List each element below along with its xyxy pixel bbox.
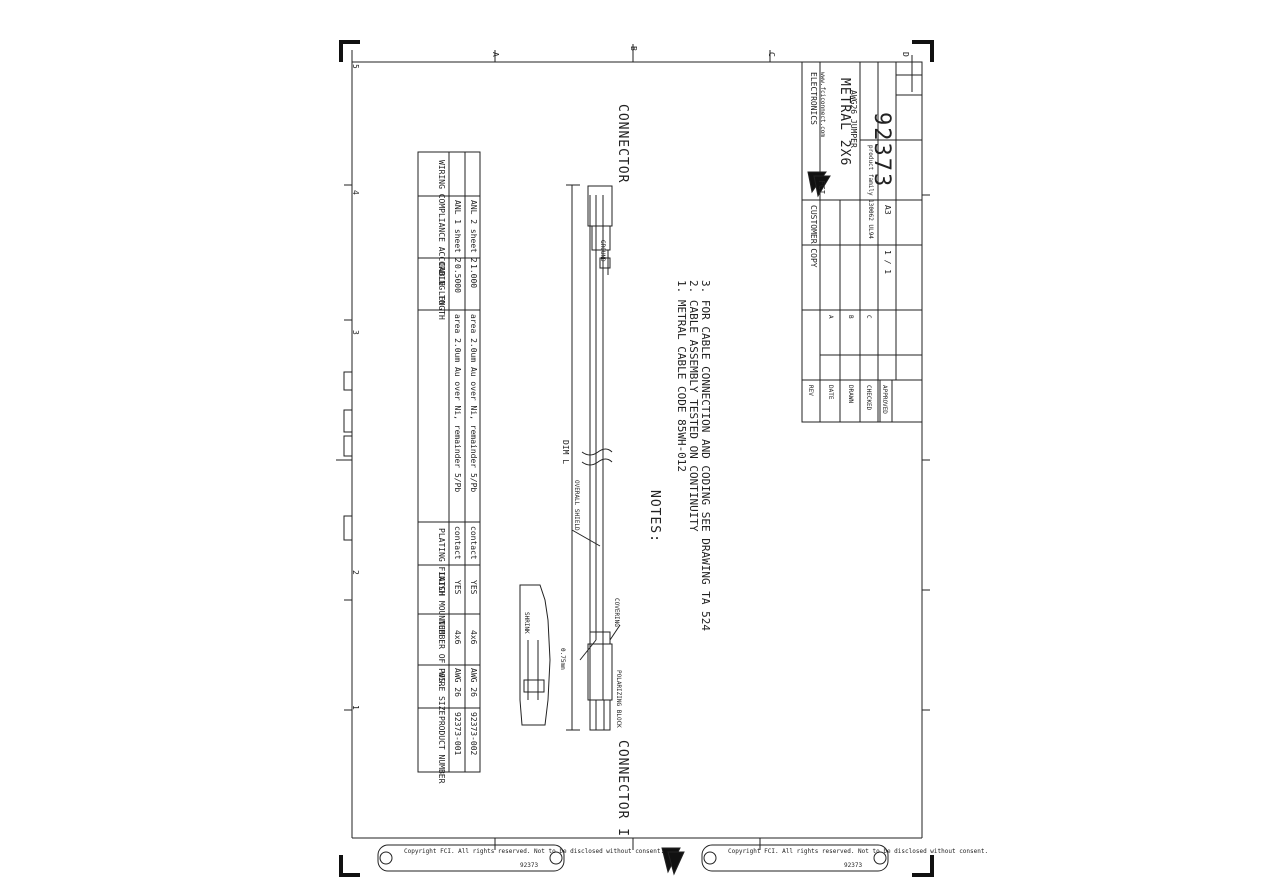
row-1-compliance: ANL 1 sheet 2 (453, 200, 462, 263)
sheet-number: 1 / 1 (883, 250, 892, 275)
drawing-title-2: AWG26 JUMPER (849, 90, 858, 148)
row-1-plating-detail: area 2.0um Au over Ni, remainder 5/Pb (453, 314, 462, 493)
row-2-plating: contact (469, 526, 478, 560)
grid-side-a: A (491, 52, 500, 57)
footer-copyright-boxes (377, 844, 889, 876)
row-2-wire: AWG 26 (469, 668, 478, 697)
title-block (801, 61, 923, 423)
label-connector-top: CONNECTOR (615, 104, 630, 184)
rev-label: REV (807, 385, 814, 396)
header-product-number: PRODUCT NUMBER (437, 716, 446, 784)
row-2-plating-detail: area 2.0um Au over Ni, remainder 5/Pb (469, 314, 478, 493)
row-2-latch: YES (469, 580, 478, 595)
rev-checked-label: CHECKED (865, 385, 872, 411)
label-ground: GROUND (599, 240, 606, 262)
row-2-positions: 4x6 (469, 630, 478, 645)
row-1-plating: contact (453, 526, 462, 560)
grid-side-b: B (629, 46, 638, 51)
rev-entry-b: B (847, 315, 854, 319)
row-1-latch: YES (453, 580, 462, 595)
grid-top-4: 4 (351, 190, 360, 195)
rev-date-label: DATE (827, 385, 834, 400)
footer-sheet-right: 92373 (844, 862, 863, 869)
cable-assembly-drawing (519, 184, 621, 731)
row-1-wire: AWG 26 (453, 668, 462, 697)
label-shrink: SHRINK (523, 612, 530, 634)
label-connector-bottom: CONNECTOR I (615, 740, 630, 838)
grid-top-2: 2 (351, 570, 360, 575)
grid-side-d: D (901, 52, 910, 57)
header-wiring-compliance: WIRING COMPLIANCE ACCORDING TO (437, 160, 446, 305)
company-name: ELECTRONICS (809, 72, 818, 125)
header-plating-finish: PLATING FINISH (437, 528, 446, 596)
note-3: 3. FOR CABLE CONNECTION AND CODING SEE D… (699, 280, 712, 631)
label-dimension: 0.75mm (559, 648, 566, 670)
revision-block (839, 380, 893, 422)
logo-text: FCI (817, 180, 826, 195)
label-overall-shield: OVERALL SHIELD (573, 480, 580, 531)
row-2-compliance: ANL 2 sheet 2 (469, 200, 478, 263)
rev-drawn-label: DRAWN (847, 385, 854, 404)
drawing-number: 92373 (869, 112, 894, 189)
grid-top-3: 3 (351, 330, 360, 335)
label-covering: COVERING (613, 598, 620, 627)
corner-marks (339, 40, 934, 877)
rev-entry-c: C (865, 315, 872, 319)
row-2-length: 1.000 (469, 264, 478, 289)
footer-copyright-right: Copyright FCI. All rights reserved. Not … (728, 848, 989, 855)
row-2-product: 92373-002 (469, 712, 478, 756)
parts-table (417, 151, 481, 773)
label-dim-l: DIM L (561, 440, 570, 465)
footer-sheet-left: 92373 (520, 862, 539, 869)
row-1-length: 0.5000 (453, 264, 462, 293)
rev-entry-a: A (827, 315, 834, 319)
customer-copy: CUSTOMER COPY (809, 205, 818, 268)
notes-heading: NOTES: (647, 490, 662, 543)
sheet-size: A3 (883, 205, 892, 215)
row-1-positions: 4x6 (453, 630, 462, 645)
company-website: www.fciconnect.com (819, 72, 826, 138)
rev-approved-label: APPROVED (881, 385, 888, 414)
footer-copyright-left: Copyright FCI. All rights reserved. Not … (404, 848, 665, 855)
label-polarizing: POLARIZING BLOCK (615, 670, 622, 728)
grid-side-c: C (767, 52, 776, 57)
row-1-product: 92373-001 (453, 712, 462, 756)
grid-top-1: 1 (351, 705, 360, 710)
grid-top-5: 5 (351, 64, 360, 69)
